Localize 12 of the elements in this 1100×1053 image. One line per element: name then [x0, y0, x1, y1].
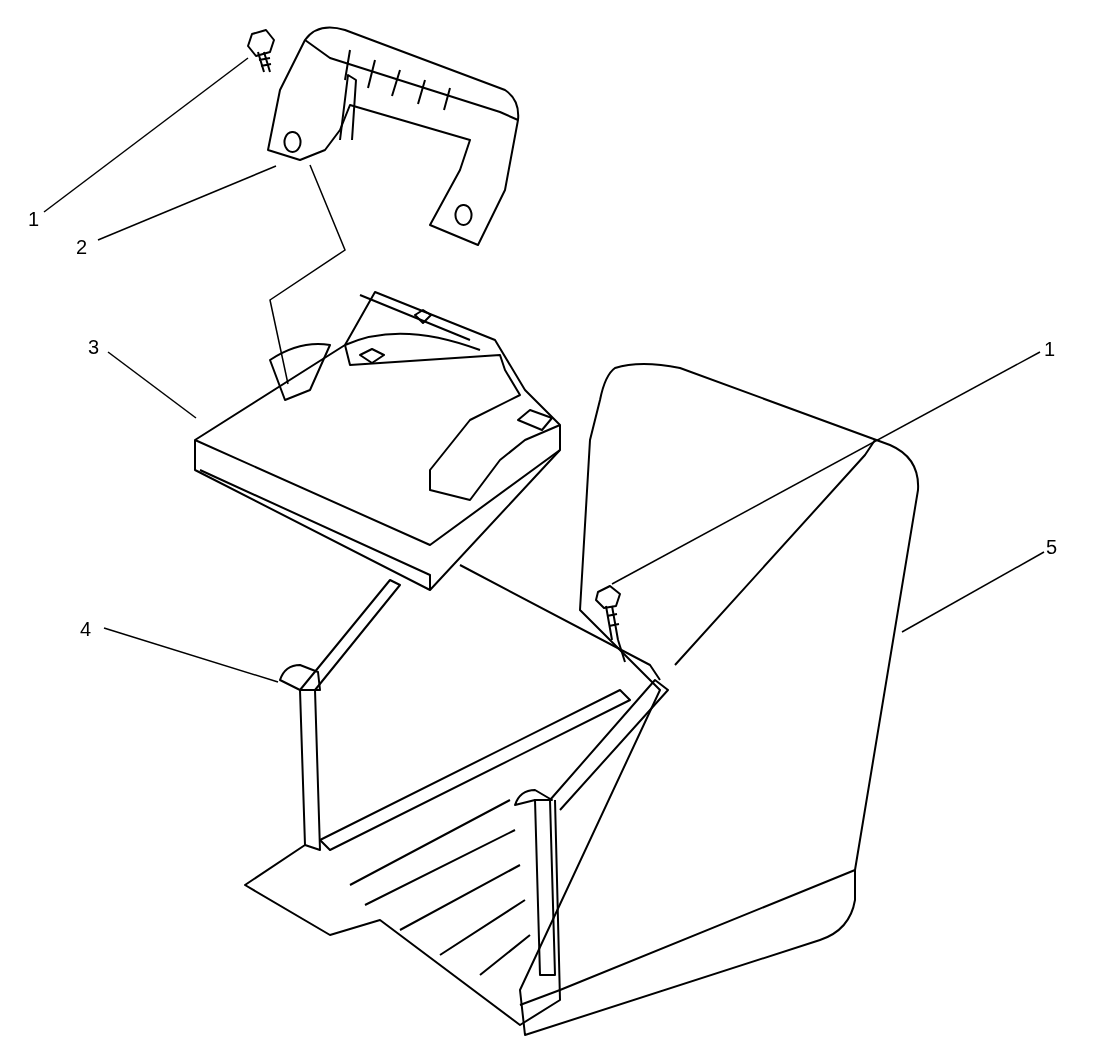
callout-number: 1	[1044, 338, 1056, 360]
leader-line	[43, 57, 249, 213]
callout-number: 1	[28, 208, 40, 230]
leader-line	[97, 165, 277, 241]
leader-line	[107, 351, 197, 419]
callout-number: 2	[76, 236, 88, 258]
leader-line	[103, 627, 279, 683]
leader-line	[611, 351, 1041, 585]
callout-number: 4	[80, 618, 92, 640]
callout-number: 5	[1046, 536, 1058, 558]
callout-number: 3	[88, 336, 100, 358]
leader-line	[901, 551, 1045, 633]
